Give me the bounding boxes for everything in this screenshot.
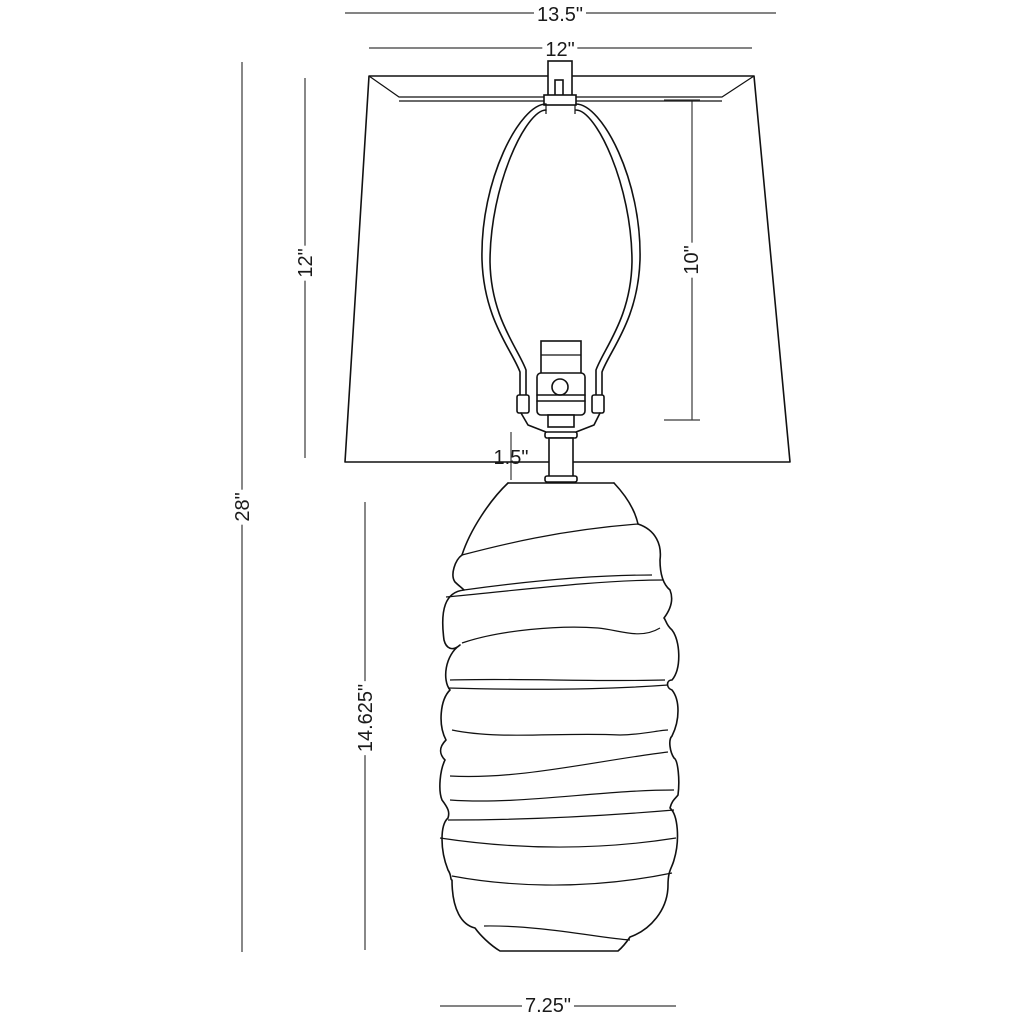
shade-top-width-label: 13.5" <box>533 5 587 25</box>
neck <box>544 431 578 483</box>
finial <box>543 60 577 114</box>
shade-height-label: 12" <box>295 245 317 281</box>
harp-height-label: 10" <box>681 242 703 278</box>
socket <box>536 340 586 428</box>
harp <box>481 103 641 433</box>
neck-height-label: 1.5" <box>493 447 529 469</box>
overall-height-label: 28" <box>232 489 254 525</box>
base-height-label: 14.625" <box>355 680 377 756</box>
lamp-base <box>439 482 680 952</box>
base-width-label: 7.25" <box>521 996 575 1016</box>
shade-bottom-width-label: 12" <box>542 40 578 60</box>
